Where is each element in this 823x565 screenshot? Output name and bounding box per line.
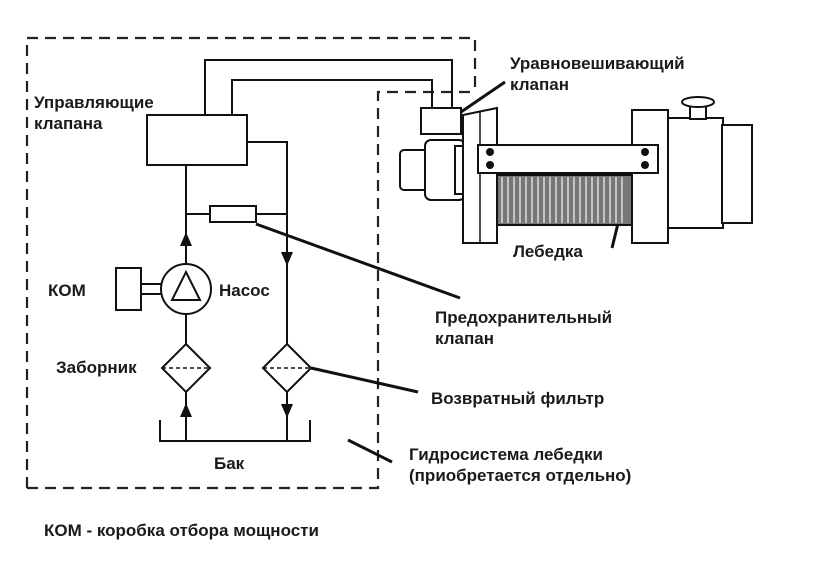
footnote: КОМ - коробка отбора мощности: [44, 521, 319, 540]
balance-valve-box: [420, 107, 462, 135]
pto-label: КОМ: [48, 281, 86, 300]
flow-arrow-up-intake: [180, 403, 192, 417]
intake-label: Заборник: [56, 358, 137, 377]
flow-arrow-down: [281, 252, 293, 266]
pump-label: Насос: [219, 281, 270, 300]
system-boundary-outline: [25, 36, 477, 488]
control-valve-label: Управляющие клапана: [34, 93, 154, 133]
return-filter-label: Возвратный фильтр: [431, 389, 605, 408]
flow-arrow-down-return: [281, 404, 293, 418]
tank-label: Бак: [214, 454, 245, 473]
hydraulic-system-label: Гидросистема лебедки (приобретается отде…: [409, 445, 632, 485]
relief-valve-label: Предохранительный клапан: [435, 308, 613, 348]
balance-valve-label: Уравновешивающий клапан: [510, 54, 685, 94]
winch-illustration: [399, 96, 753, 244]
flow-arrow-up: [180, 232, 192, 246]
control-valve-box: [146, 114, 248, 166]
winch-label: Лебедка: [513, 242, 583, 261]
relief-valve-box: [209, 205, 257, 223]
pto-box: [115, 267, 142, 311]
tank-symbol: [159, 420, 311, 442]
system-boundary-outline-inner: [27, 90, 475, 490]
